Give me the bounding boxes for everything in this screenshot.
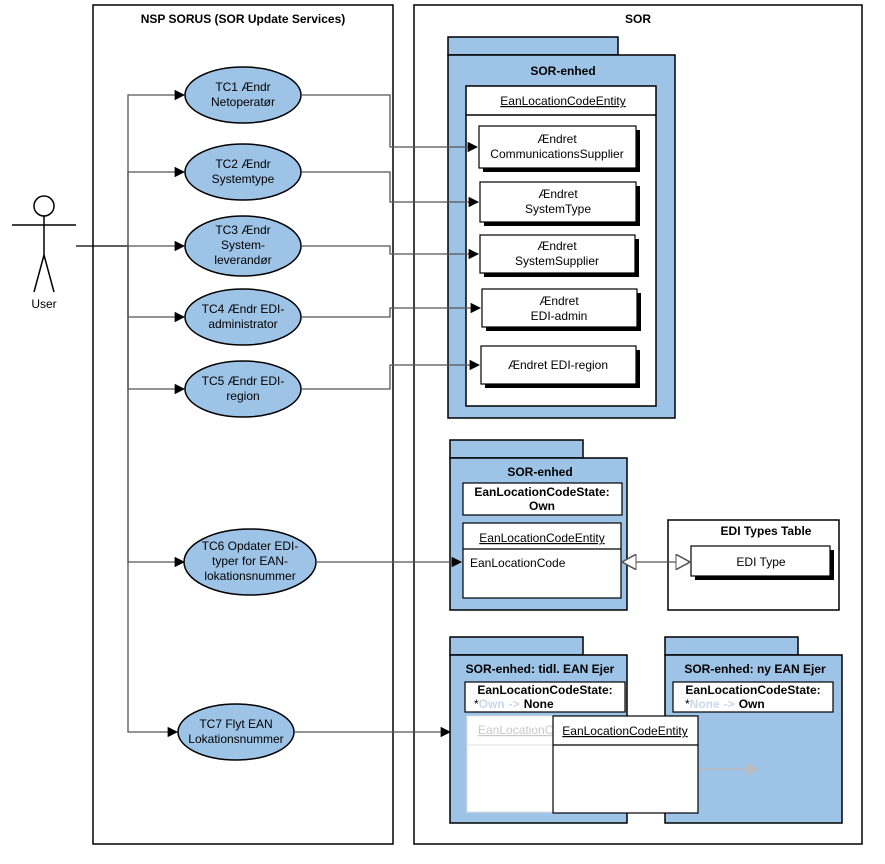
actor-label: User [31, 297, 56, 311]
package-4-state-value: *None -> Own [685, 697, 765, 711]
item-3-line-2: SystemSupplier [515, 254, 599, 268]
package-4-state-to: Own [739, 697, 765, 711]
edi-types-table-title: EDI Types Table [721, 524, 812, 538]
package-3-state-to: None [524, 697, 554, 711]
tc4-line-1: TC4 Ændr EDI- [202, 302, 285, 316]
edi-type-label: EDI Type [736, 555, 785, 569]
edi-type-item [690, 545, 834, 580]
tc3-line-2: System- [221, 238, 265, 252]
package-3-state-value: *Own -> None [474, 697, 554, 711]
package-4-state-box [672, 681, 834, 713]
tc3-line-3: leverandør [214, 253, 271, 267]
package-1-item-5 [480, 345, 640, 388]
tc1-line-1: TC1 Ændr [215, 80, 270, 94]
user-actor [12, 195, 76, 293]
tc6-line-1: TC6 Opdater EDI- [202, 539, 299, 553]
item-3-line-1: Ændret [537, 239, 577, 253]
package-3-state-arrow: -> [509, 697, 520, 711]
package-3-state-label: EanLocationCodeState: [477, 683, 612, 697]
package-4-state-label: EanLocationCodeState: [685, 683, 820, 697]
usecase-tc2[interactable] [184, 143, 302, 201]
item-5-line-1: Ændret EDI-region [508, 358, 608, 372]
usecase-tc5[interactable] [184, 360, 302, 418]
usecase-tc4[interactable] [184, 288, 302, 346]
package-4-state-arrow: -> [724, 697, 735, 711]
tc2-line-2: Systemtype [212, 172, 275, 186]
tc3-line-1: TC3 Ændr [215, 223, 270, 237]
tc6-line-2: typer for EAN- [212, 554, 288, 568]
package-4-state-from: None [690, 697, 720, 711]
package-1-item-3 [479, 234, 639, 277]
item-2-line-1: Ændret [538, 187, 578, 201]
package-1-item-4 [481, 288, 641, 331]
tc4-line-2: administrator [208, 317, 277, 331]
item-1-line-2: CommunicationsSupplier [490, 147, 623, 161]
package-4-state-prefix: * [685, 697, 690, 711]
tc7-line-2: Lokationsnummer [188, 732, 283, 746]
actor-connectors [76, 89, 186, 738]
tc2-line-1: TC2 Ændr [215, 157, 270, 171]
item-4-line-2: EDI-admin [531, 309, 588, 323]
sor-title: SOR [625, 12, 651, 26]
package-2-entity-box [462, 522, 622, 599]
usecase-item-connectors [302, 94, 482, 390]
package-4-title: SOR-enhed: ny EAN Ejer [684, 662, 826, 676]
package-2-state-label: EanLocationCodeState: [474, 485, 609, 499]
package-2-entity-title: EanLocationCodeEntity [479, 531, 604, 545]
package-2-attribute: EanLocationCode [470, 556, 566, 570]
usecase-tc1[interactable] [184, 66, 302, 124]
tc5-line-1: TC5 Ændr EDI- [202, 374, 285, 388]
item-1-line-1: Ændret [537, 132, 577, 146]
tc7-line-1: TC7 Flyt EAN [199, 717, 272, 731]
package-2-state-box [462, 482, 623, 516]
package-3-faded-entity: EanLocationC [478, 723, 554, 737]
tc1-line-2: Netoperatør [211, 95, 275, 109]
package-2-title: SOR-enhed [507, 465, 572, 479]
usecase-tc7[interactable] [177, 703, 295, 761]
package-1-entity-title: EanLocationCodeEntity [500, 94, 625, 108]
package-1-item-1 [478, 125, 640, 172]
item-2-line-2: SystemType [525, 202, 591, 216]
item-4-line-1: Ændret [539, 294, 579, 308]
package-3-state-box [464, 681, 626, 713]
tc5-line-2: region [226, 389, 259, 403]
nsp-sorus-title: NSP SORUS (SOR Update Services) [141, 12, 346, 26]
moving-entity-box [552, 715, 699, 814]
package-3-title: SOR-enhed: tidl. EAN Ejer [466, 662, 615, 676]
package-3-state-from: Own [479, 697, 505, 711]
package-3-state-prefix: * [474, 697, 479, 711]
usecase-tc3[interactable] [184, 215, 302, 277]
package-1-title: SOR-enhed [530, 64, 595, 78]
moving-entity-title: EanLocationCodeEntity [562, 724, 687, 738]
package-1-item-2 [479, 181, 640, 226]
package-2-state-value: Own [529, 499, 555, 513]
tc6-line-3: lokationsnummer [204, 569, 295, 583]
